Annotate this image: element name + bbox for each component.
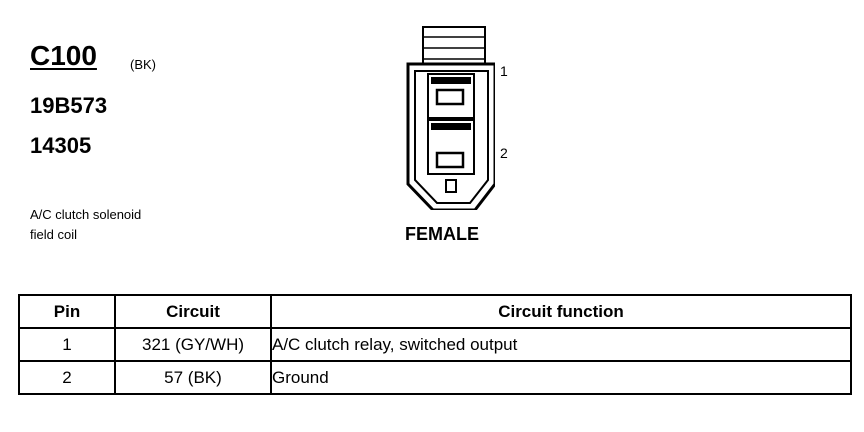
table-row: 2 57 (BK) Ground	[18, 360, 852, 395]
cell-pin: 2	[18, 360, 116, 395]
cell-circuit-function: Ground	[270, 360, 852, 395]
cell-pin: 1	[18, 327, 116, 362]
connector-gender-label: FEMALE	[405, 224, 479, 244]
pin-label-1: 1	[500, 63, 508, 79]
table-row: 1 321 (GY/WH) A/C clutch relay, switched…	[18, 327, 852, 362]
terminal-cavity-2	[427, 119, 475, 175]
connector-inner-shell	[414, 70, 489, 204]
header-pin: Pin	[18, 294, 116, 329]
wire-color-code: (BK)	[130, 57, 156, 72]
part-number-1: 19B573	[30, 93, 108, 118]
header-circuit-function: Circuit function	[270, 294, 852, 329]
table-header-row: Pin Circuit Circuit function	[18, 294, 852, 329]
terminal-cavity-1	[427, 73, 475, 119]
cell-circuit-function: A/C clutch relay, switched output	[270, 327, 852, 362]
pin-label-2: 2	[500, 145, 508, 161]
connector-id: C100	[30, 40, 97, 71]
cell-circuit: 57 (BK)	[114, 360, 272, 395]
polarizing-key	[445, 179, 457, 193]
part-number-2: 14305	[30, 133, 92, 158]
pinout-table: Pin Circuit Circuit function 1 321 (GY/W…	[18, 294, 852, 395]
header-circuit: Circuit	[114, 294, 272, 329]
cell-circuit: 321 (GY/WH)	[114, 327, 272, 362]
description-line-1: A/C clutch solenoid	[30, 207, 142, 222]
description-line-2: field coil	[30, 227, 77, 242]
connector-face-drawing	[406, 26, 495, 210]
